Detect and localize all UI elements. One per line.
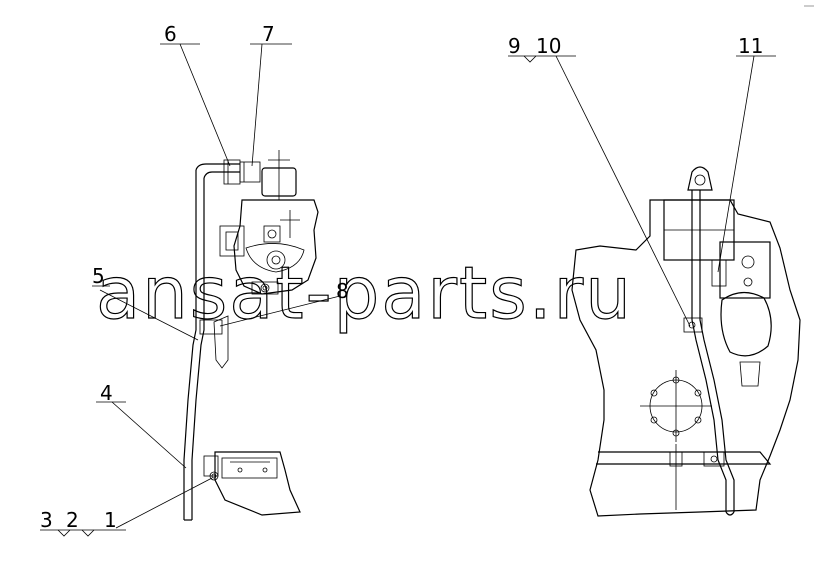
lower-pipe-clamp: [703, 451, 725, 467]
leader-1-2-3: [115, 477, 213, 529]
callout-7: 7: [262, 22, 275, 46]
callout-1: 1: [104, 508, 117, 532]
unit-foot: [251, 281, 279, 295]
side-valve: [219, 225, 245, 257]
callout-11: 11: [738, 34, 763, 58]
right-view: [508, 55, 801, 517]
callout-labels: 3 2 1 4 5 6 7 8 9 10 11: [40, 22, 763, 532]
callout-8: 8: [336, 279, 349, 303]
callout-6: 6: [164, 22, 177, 46]
coupling-7: [239, 161, 261, 183]
lower-housing: [221, 457, 278, 479]
leader-6: [179, 43, 231, 167]
callout-4: 4: [100, 381, 113, 405]
leader-8: [219, 295, 341, 327]
alternator: [720, 291, 772, 357]
callout-10: 10: [536, 34, 561, 58]
feed-pipe-inner: [191, 178, 205, 520]
right-feed-pipe-inner: [699, 190, 735, 512]
fitting-9-10: [683, 317, 703, 333]
leader-9-10: [555, 55, 691, 327]
lower-fitting: [203, 455, 219, 477]
feed-pipe-outer: [183, 170, 197, 520]
watermark-text: ansat-parts.ru: [96, 251, 633, 335]
lower-mount-plate: [214, 451, 301, 516]
leader-4: [111, 401, 187, 469]
callout-9: 9: [508, 34, 521, 58]
pipe-clamp: [199, 319, 223, 335]
leader-7: [251, 43, 263, 167]
lifting-eye: [687, 166, 713, 191]
engine-block-outline: [571, 199, 801, 517]
leader-11: [717, 55, 755, 273]
bracket-plate: [213, 315, 229, 369]
left-view: [40, 43, 341, 537]
main-unit-body: [233, 199, 319, 295]
callout-3: 3: [40, 508, 53, 532]
callout-5: 5: [92, 264, 105, 288]
leader-5: [99, 289, 199, 341]
fitting-11: [711, 259, 727, 287]
right-feed-pipe-outer: [691, 190, 727, 512]
pump-housing: [719, 241, 771, 299]
callout-2: 2: [66, 508, 79, 532]
